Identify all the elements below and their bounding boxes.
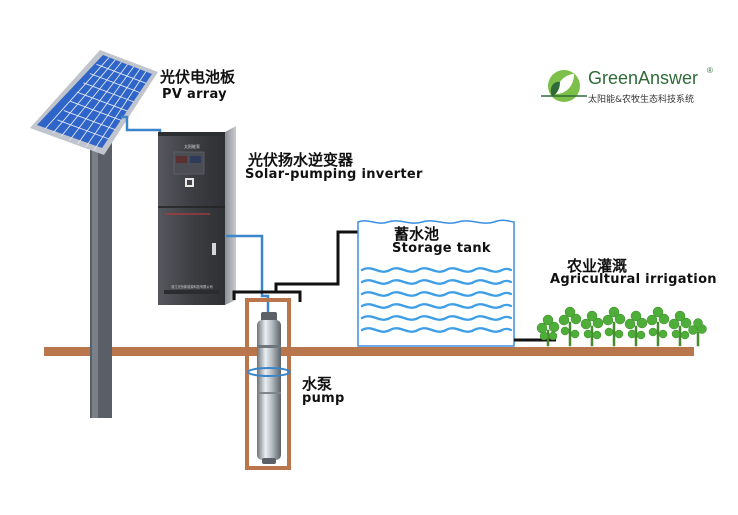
pv-array-label-en: PV array bbox=[162, 87, 227, 102]
well-casing bbox=[245, 298, 291, 470]
irrigation-label-cn: 农业灌溉 bbox=[567, 257, 628, 275]
pv-array-label-cn: 光伏电池板 bbox=[160, 68, 236, 86]
greenanswer-logo-icon bbox=[541, 70, 587, 102]
ground-line bbox=[44, 347, 694, 356]
riser-pipe bbox=[274, 230, 372, 292]
pv-to-inverter-cable bbox=[121, 115, 162, 148]
inverter-to-pump-cable bbox=[226, 234, 270, 320]
inverter-top-text: 太阳能泵 bbox=[184, 143, 200, 149]
pump-body bbox=[257, 312, 281, 464]
pv-support-pole bbox=[90, 140, 112, 418]
irrigation-label-en: Agricultural irrigation bbox=[550, 272, 717, 287]
pv-array-panel bbox=[30, 50, 158, 155]
brand-registered-mark: ® bbox=[707, 66, 713, 75]
inverter-label-en: Solar-pumping inverter bbox=[245, 167, 423, 182]
storage-tank-label-en: Storage tank bbox=[392, 241, 491, 256]
storage-tank bbox=[357, 219, 515, 347]
pump-cable-loop bbox=[247, 367, 291, 377]
inverter-bottom-text: 浙江光伏新能源科技有限公司 bbox=[171, 284, 212, 289]
pump-label-en: pump bbox=[302, 391, 345, 406]
pump-to-tank-pipe bbox=[232, 290, 302, 302]
storage-tank-label-cn: 蓄水池 bbox=[394, 225, 440, 243]
brand-name: GreenAnswer bbox=[588, 68, 699, 88]
brand-subtitle: 太阳能&农牧生态科技系统 bbox=[588, 95, 695, 105]
inverter-cabinet: 太阳能泵 浙江光伏新能源科技有限公司 bbox=[158, 126, 236, 305]
pump-label-cn: 水泵 bbox=[302, 375, 333, 393]
inverter-label-cn: 光伏扬水逆变器 bbox=[248, 151, 354, 169]
irrigation-crops bbox=[536, 306, 707, 347]
